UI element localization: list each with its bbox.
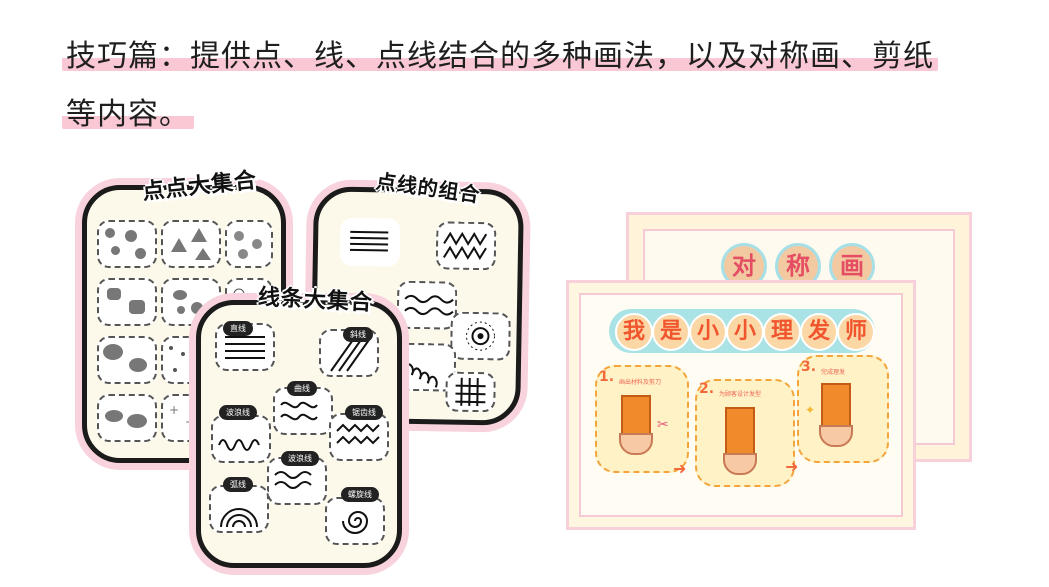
step-1-hair (621, 395, 651, 435)
block-pattern-tile (97, 278, 157, 326)
step-2-number: 2. (699, 381, 715, 397)
svg-text:+: + (185, 415, 195, 429)
barber-title-char-5: 理 (763, 313, 801, 351)
tag-sawtooth: 锯齿线 (345, 405, 383, 420)
wave-tile (396, 280, 458, 330)
tag-curve: 曲线 (287, 381, 317, 396)
tag-slant: 斜线 (343, 327, 373, 342)
barber-title-char-3: 小 (689, 313, 727, 351)
tag-wave-2: 波浪线 (281, 451, 319, 466)
tag-spiral: 螺旋线 (341, 487, 379, 502)
step-2-face (723, 453, 757, 475)
step-2-text: 为顾客设计发型 (719, 391, 762, 398)
barber-title-char-7: 师 (837, 313, 875, 351)
caption-line-2: 等内容。 (62, 97, 194, 132)
combo-card (309, 186, 525, 426)
step-1-face (619, 433, 653, 455)
sun-tile (450, 311, 511, 361)
sparkle-icon: ✦ (805, 403, 816, 417)
heart-pattern-tile (225, 220, 273, 268)
step-3-face (819, 425, 853, 447)
step-3-text: 完成理发 (821, 369, 846, 376)
loop-tile (395, 342, 457, 392)
stripes-tile (339, 217, 401, 267)
caption: 技巧篇：提供点、线、点线结合的多种画法，以及对称画、剪纸 等内容。 (62, 28, 1042, 144)
arc-line-tile (209, 485, 269, 533)
arrow-icon-2: ➜ (785, 457, 799, 476)
arrow-icon-1: ➜ (673, 459, 687, 478)
step-3-number: 3. (801, 359, 817, 375)
lines-card: 直线 斜线 曲线 波浪线 锯齿线 波浪线 弧线 螺旋线 (196, 300, 402, 568)
spiral-line-tile (325, 497, 385, 545)
caption-line-1: 技巧篇：提供点、线、点线结合的多种画法，以及对称画、剪纸 (62, 39, 938, 74)
tag-wave: 波浪线 (219, 405, 257, 420)
step-2-hair (725, 407, 755, 455)
scissors-icon: ✂ (657, 417, 669, 433)
tag-straight: 直线 (223, 321, 253, 336)
barber-board: 我 是 小 小 理 发 师 1. 画出材料及剪刀 ✂ 2. 为顾客设计发型 3.… (566, 280, 916, 530)
barber-title-char-1: 我 (615, 313, 653, 351)
svg-text:+: + (169, 403, 179, 417)
cloud-pattern-tile (97, 394, 157, 442)
triangle-pattern-tile (161, 220, 221, 268)
cow-pattern-tile (97, 336, 157, 384)
step-1-text: 画出材料及剪刀 (619, 379, 662, 386)
dot-pattern-tile (97, 220, 157, 268)
step-3-hair (821, 383, 851, 427)
barber-title-char-2: 是 (652, 313, 690, 351)
wave-line-tile (211, 415, 271, 463)
zigzag-tile (435, 221, 497, 271)
sawtooth-line-tile (329, 413, 389, 461)
lines-card-title: 线条大集合 (257, 285, 374, 316)
barber-title-char-6: 发 (800, 313, 838, 351)
barber-title-char-4: 小 (726, 313, 764, 351)
grid-tile (445, 371, 496, 413)
tag-arc: 弧线 (223, 477, 253, 492)
step-1-number: 1. (599, 369, 615, 385)
